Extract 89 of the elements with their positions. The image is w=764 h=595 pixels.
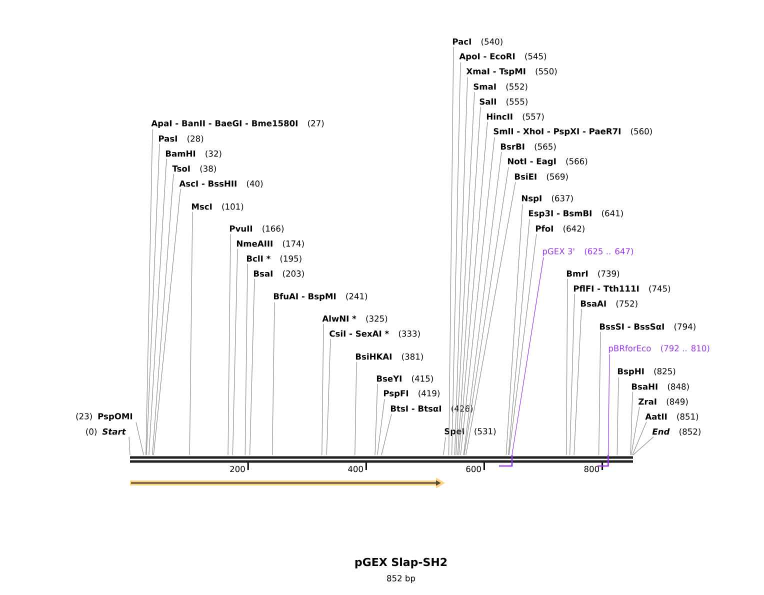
leader-line bbox=[153, 188, 181, 456]
leader-line bbox=[232, 248, 238, 456]
site-label: ApoI - EcoRI (545) bbox=[459, 53, 546, 62]
site-label: AatII (851) bbox=[645, 413, 698, 421]
leader-line bbox=[146, 128, 153, 456]
site-label: BsrBI (565) bbox=[500, 143, 556, 151]
leader-line bbox=[152, 174, 174, 456]
site-label: BsiHKAI (381) bbox=[356, 353, 423, 361]
leader-line bbox=[326, 338, 331, 456]
site-label: AlwNI * (325) bbox=[322, 315, 388, 323]
site-label: BsaHI (848) bbox=[632, 383, 689, 391]
site-label: PasI (28) bbox=[158, 135, 204, 143]
site-label: SalI (555) bbox=[480, 98, 528, 106]
site-label: BspHI (825) bbox=[618, 368, 676, 376]
site-label: BamHI (32) bbox=[166, 150, 222, 158]
site-label: MscI (101) bbox=[192, 203, 244, 211]
leader-line bbox=[454, 76, 468, 456]
site-label: BsaI (203) bbox=[254, 270, 304, 278]
site-label: (23) PspOMI bbox=[76, 413, 132, 421]
primer-label: pBRforEco (792 .. 810) bbox=[608, 344, 710, 353]
site-label: PspFI (419) bbox=[384, 390, 440, 398]
leader-line bbox=[566, 278, 568, 456]
leader-line bbox=[512, 256, 544, 456]
leader-line bbox=[381, 414, 392, 456]
leader-line bbox=[377, 398, 385, 456]
leader-line bbox=[630, 406, 640, 456]
site-label: BfuAI - BspMI (241) bbox=[274, 292, 368, 301]
site-label: PacI (540) bbox=[452, 38, 502, 46]
title: pGEX Slap-SH2 bbox=[355, 558, 447, 568]
site-label: HincII (557) bbox=[486, 113, 544, 121]
leader-line bbox=[508, 234, 537, 456]
leader-line bbox=[464, 166, 509, 456]
leader-line bbox=[632, 422, 647, 456]
site-label: CsiI - SexAI * (333) bbox=[330, 330, 420, 338]
site-label: AscI - BssHII (40) bbox=[179, 180, 263, 188]
leader-line bbox=[630, 392, 633, 456]
leader-line bbox=[244, 264, 248, 456]
leader-line bbox=[632, 436, 654, 456]
site-label: BsaAI (752) bbox=[580, 300, 638, 308]
site-label: (0) Start bbox=[86, 428, 126, 436]
site-label: XmaI - TspMI (550) bbox=[466, 68, 557, 76]
site-label: NotI - EagI (566) bbox=[508, 158, 588, 166]
site-label: ApaI - BanII - BaeGI - Bme1580I (27) bbox=[151, 120, 324, 128]
site-label: BmrI (739) bbox=[566, 270, 620, 278]
leader-line bbox=[458, 122, 488, 456]
leader-line bbox=[508, 218, 530, 456]
leader-line bbox=[146, 144, 160, 456]
leader-line bbox=[443, 436, 446, 456]
leader-line bbox=[374, 384, 378, 456]
leader-line bbox=[136, 422, 144, 456]
site-label: NspI (637) bbox=[522, 195, 573, 203]
leader-line bbox=[448, 46, 454, 456]
leader-line bbox=[457, 106, 481, 456]
site-label: NmeAIII (174) bbox=[236, 240, 304, 248]
caption: 852 bp bbox=[387, 574, 416, 583]
leader-line bbox=[128, 436, 130, 456]
leader-line bbox=[460, 136, 495, 456]
leader-line bbox=[570, 294, 575, 456]
leader-line bbox=[148, 158, 167, 456]
site-label: SmlI - XhoI - PspXI - PaeR7I (560) bbox=[494, 128, 652, 136]
site-label: PfoI (642) bbox=[536, 225, 584, 233]
leader-line bbox=[250, 278, 255, 456]
site-label: PvuII (166) bbox=[230, 225, 284, 233]
site-label: BclI * (195) bbox=[246, 255, 302, 263]
site-label: Esp3I - BsmBI (641) bbox=[528, 210, 623, 218]
leader-line bbox=[228, 234, 231, 456]
leader-line bbox=[466, 182, 516, 456]
leader-line bbox=[608, 354, 610, 456]
site-label: End (852) bbox=[652, 428, 700, 436]
leader-line bbox=[452, 62, 461, 456]
site-label: SmaI (552) bbox=[474, 83, 528, 91]
site-label: BsiEI (569) bbox=[514, 173, 568, 181]
leader-line bbox=[456, 92, 475, 456]
site-label: ZraI (849) bbox=[638, 398, 688, 406]
site-label: TsoI (38) bbox=[172, 165, 216, 173]
leader-line bbox=[574, 308, 582, 456]
sequence-bar bbox=[130, 456, 633, 463]
leader-line bbox=[506, 204, 523, 456]
primer-label: pGEX 3' (625 .. 647) bbox=[542, 248, 634, 256]
leader-line bbox=[354, 362, 357, 456]
leader-line bbox=[616, 376, 619, 456]
site-label: BseYI (415) bbox=[376, 375, 433, 383]
site-label: PflFI - Tth111I (745) bbox=[574, 285, 670, 293]
site-label: BssSI - BssSαI (794) bbox=[600, 323, 696, 331]
leader-line bbox=[272, 302, 275, 456]
leader-line bbox=[189, 212, 193, 456]
leader-line bbox=[322, 324, 324, 456]
leader-line bbox=[598, 332, 601, 456]
leader-line bbox=[463, 152, 502, 456]
